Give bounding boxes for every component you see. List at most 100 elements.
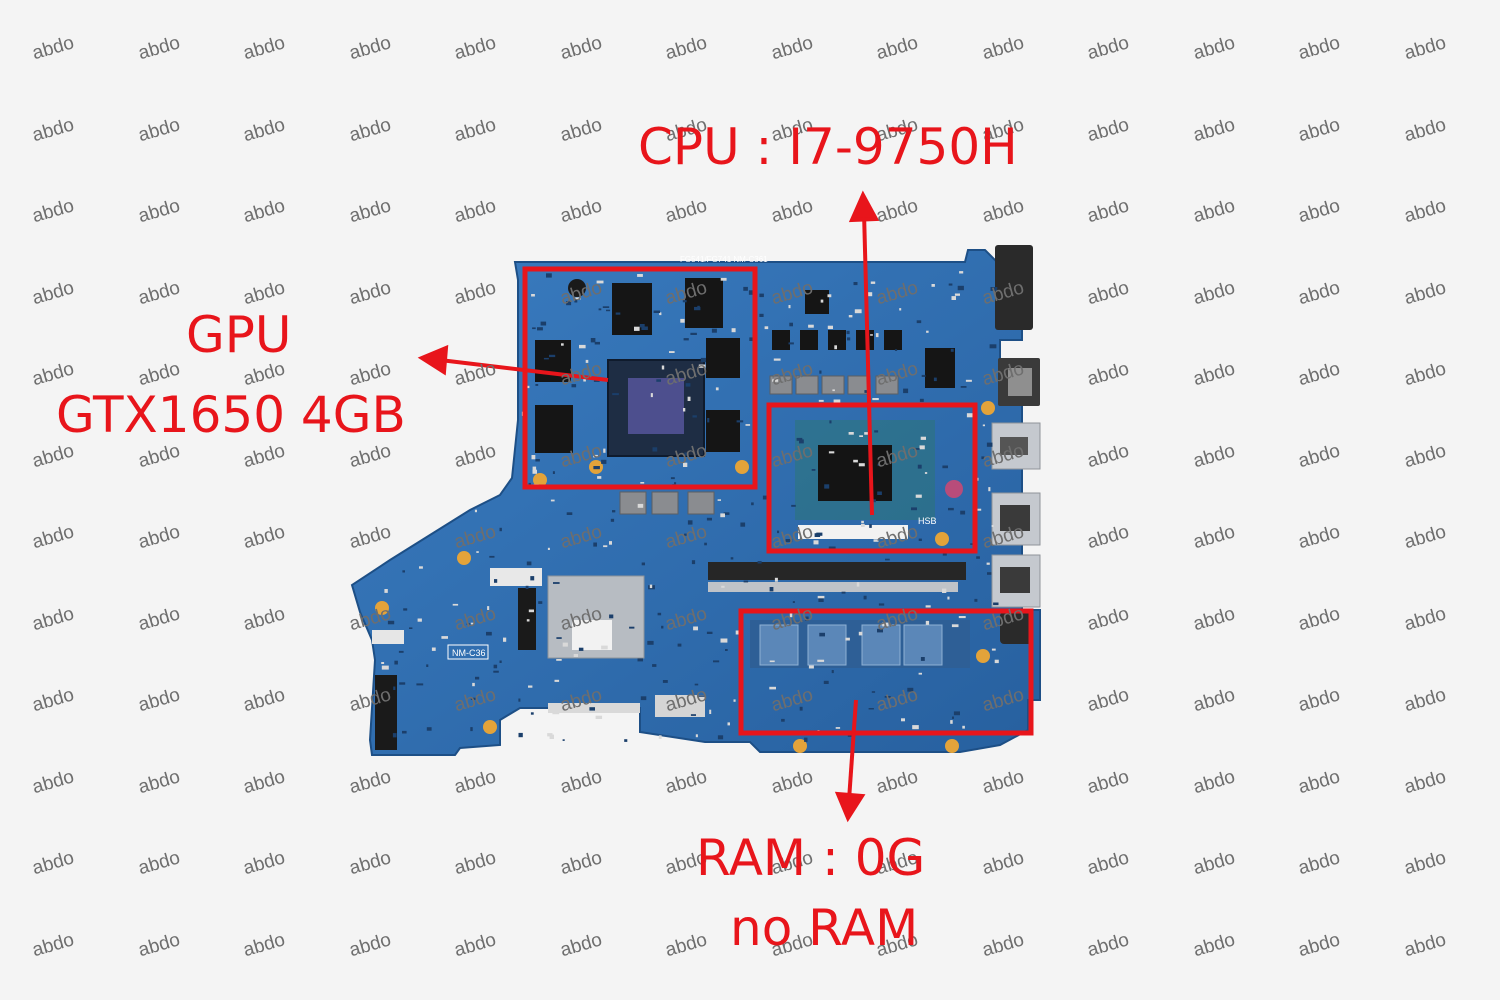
smd-component [988,487,991,492]
ram-annotation-note: no RAM [730,899,919,957]
smd-component [942,551,947,556]
smd-component [925,620,930,625]
smd-component [402,570,405,573]
smd-component [811,469,816,471]
smd-component [409,627,413,629]
smd-component [870,281,876,284]
smd-component [704,542,707,546]
smd-component [959,271,964,274]
smd-component [593,542,597,547]
smd-component [640,696,647,701]
smd-component [954,293,960,296]
smd-component [562,739,565,741]
smd-component [813,540,819,545]
smd-component [530,576,535,581]
smd-component [669,351,675,353]
smd-component [991,648,996,651]
smd-component [788,305,791,309]
smd-component [691,560,696,565]
smd-component [877,628,883,633]
smd-component [684,452,689,456]
smd-component [817,659,825,662]
smd-component [694,306,701,311]
smd-component [470,727,473,732]
smd-component [641,326,648,330]
smd-component [827,294,832,298]
smd-component [553,582,560,584]
smd-component [431,647,436,651]
smd-component [864,432,870,435]
smd-component [818,399,824,402]
smd-component [841,591,846,594]
smd-component [426,664,429,667]
smd-component [749,337,755,341]
smd-component [590,338,596,343]
smd-component [528,685,533,688]
smd-component [573,654,578,657]
smd-component [974,598,978,602]
smd-component [720,638,728,643]
smd-component [661,625,664,629]
smd-component [957,285,964,291]
smd-component [690,714,696,716]
smd-component [965,379,972,382]
smd-component [731,328,736,333]
smd-component [575,297,581,300]
smd-component [609,541,612,545]
smd-component [543,357,549,360]
smd-component [743,286,748,291]
smd-component [874,430,879,433]
smd-component [918,672,922,675]
smd-component [873,539,879,542]
smd-component [950,720,953,724]
smd-component [706,631,713,634]
smd-component [799,439,804,444]
smd-component [640,482,645,484]
smd-component [814,533,821,537]
smd-component [951,624,959,628]
smd-component [571,384,577,388]
smd-component [727,722,730,726]
smd-component [912,725,919,730]
smd-component [552,471,555,474]
smd-component [832,389,835,392]
smd-component [868,708,874,710]
smd-component [808,665,814,669]
smd-component [713,660,720,663]
smd-component [745,424,751,426]
smd-component [907,687,914,692]
smd-component [960,510,966,515]
smd-component [903,388,909,394]
smd-component [493,670,499,673]
smd-component [743,580,749,583]
smd-component [824,484,830,489]
smd-component [717,735,724,740]
smd-component [583,377,586,382]
smd-component [653,310,660,313]
smd-component [885,558,890,561]
smd-component [683,338,689,341]
ram-highlight-box [738,608,1034,736]
smd-component [748,290,755,295]
smd-component [693,626,698,631]
smd-component [532,327,536,330]
smd-component [827,325,833,329]
smd-component [634,326,640,331]
smd-component [772,379,778,382]
smd-component [975,508,982,511]
smd-component [789,322,793,327]
smd-component [549,354,556,358]
smd-component [656,379,661,382]
smd-component [854,309,862,314]
smd-component [833,399,841,403]
smd-component [603,545,608,548]
smd-component [917,464,922,469]
smd-component [828,546,836,549]
smd-component [781,718,785,722]
smd-component [721,585,725,588]
smd-component [578,647,584,651]
smd-component [637,274,643,277]
smd-component [805,616,809,621]
smd-component [769,660,775,663]
